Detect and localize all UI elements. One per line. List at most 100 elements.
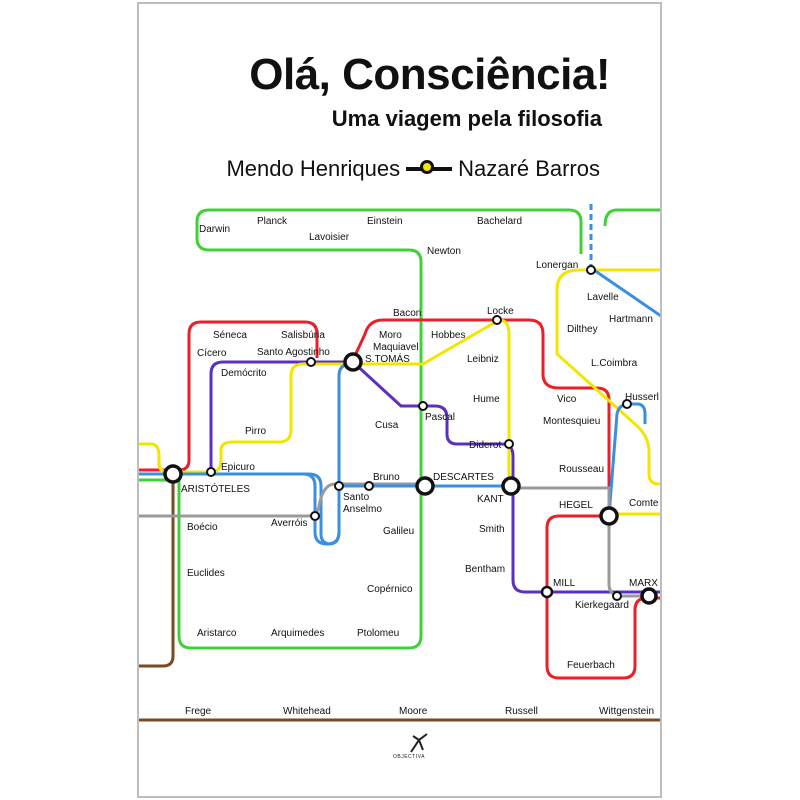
label-democrito: Demócrito	[221, 368, 267, 379]
yellow-line-right	[555, 268, 660, 486]
label-planck: Planck	[257, 216, 288, 227]
label-cicero: Cícero	[197, 348, 227, 359]
book-cover: Darwin Planck Einstein Bachelard Lavoisi…	[137, 2, 662, 798]
label-diderot: Diderot	[469, 440, 501, 451]
label-feuerbach: Feuerbach	[567, 660, 615, 671]
label-husserl: Husserl	[625, 392, 659, 403]
label-rousseau: Rousseau	[559, 464, 604, 475]
label-santo-agostinho: Santo Agostinho	[257, 347, 330, 358]
label-hobbes: Hobbes	[431, 330, 465, 341]
label-pirro: Pirro	[245, 426, 267, 437]
red-line-2	[351, 318, 611, 516]
label-hume: Hume	[473, 394, 500, 405]
green-line-right	[603, 208, 660, 227]
book-title: Olá, Consciência!	[249, 50, 610, 99]
label-anselmo: Anselmo	[343, 504, 382, 515]
label-maquiavel: Maquiavel	[373, 342, 419, 353]
label-kant: KANT	[477, 494, 504, 505]
label-lcoimbra: L.Coimbra	[591, 358, 638, 369]
label-bruno: Bruno	[373, 472, 400, 483]
label-newton: Newton	[427, 246, 461, 257]
brown-line-left	[139, 482, 175, 668]
label-whitehead: Whitehead	[283, 706, 331, 717]
label-montesquieu: Montesquieu	[543, 416, 600, 427]
station-s-tomas	[343, 352, 363, 372]
blue-line-diag	[590, 266, 660, 318]
green-line	[177, 222, 423, 650]
label-frege: Frege	[185, 706, 212, 717]
station-aristoteles	[163, 464, 183, 484]
book-subtitle: Uma viagem pela filosofia	[331, 106, 602, 131]
author-2: Nazaré Barros	[458, 156, 600, 181]
label-marx: MARX	[629, 578, 658, 589]
label-bacon: Bacon	[393, 308, 421, 319]
station-diderot	[504, 439, 514, 449]
authors: Mendo Henriques Nazaré Barros	[226, 156, 600, 182]
station-mill	[540, 585, 554, 599]
blue-line-2	[302, 376, 341, 546]
blue-line-right	[607, 402, 647, 517]
metro-map: Darwin Planck Einstein Bachelard Lavoisi…	[139, 204, 660, 753]
label-descartes: DESCARTES	[433, 472, 494, 483]
station-husserl	[622, 399, 632, 409]
green-line-top	[195, 208, 583, 254]
station-kant	[501, 476, 521, 496]
station-hegel	[599, 506, 619, 526]
label-bachelard: Bachelard	[477, 216, 522, 227]
station-separator-icon	[406, 159, 453, 179]
station-santo-anselmo	[334, 481, 344, 491]
label-lavoisier: Lavoisier	[309, 232, 350, 243]
label-cusa: Cusa	[375, 420, 399, 431]
station-locke	[492, 315, 502, 325]
label-seneca: Séneca	[213, 330, 247, 341]
yellow-line	[139, 318, 511, 486]
label-moro: Moro	[379, 330, 402, 341]
label-vico: Vico	[557, 394, 577, 405]
station-descartes	[415, 476, 435, 496]
label-mill: MILL	[553, 578, 576, 589]
red-line-3	[545, 514, 660, 680]
purple-line	[209, 360, 660, 594]
label-smith: Smith	[479, 524, 505, 535]
label-s-tomas: S.TOMÁS	[365, 352, 410, 365]
label-galileu: Galileu	[383, 526, 414, 537]
label-pascal: Pascal	[425, 412, 455, 423]
label-boecio: Boécio	[187, 522, 218, 533]
label-einstein: Einstein	[367, 216, 403, 227]
label-copernico: Copérnico	[367, 584, 413, 595]
label-comte: Comte	[629, 498, 659, 509]
label-wittgenstein: Wittgenstein	[599, 706, 654, 717]
label-darwin: Darwin	[199, 224, 230, 235]
label-lonergan: Lonergan	[536, 260, 578, 271]
label-epicuro: Epicuro	[221, 462, 255, 473]
label-aristoteles: ARISTÓTELES	[181, 482, 250, 495]
author-1: Mendo Henriques	[226, 156, 401, 181]
label-averrois: Averróis	[271, 518, 308, 529]
station-pascal	[418, 401, 428, 411]
label-aristarco: Aristarco	[197, 628, 237, 639]
label-bentham: Bentham	[465, 564, 505, 575]
label-dilthey: Dilthey	[567, 324, 598, 335]
label-salisburia: Salisbúria	[281, 330, 325, 341]
station-santo-agostinho	[306, 357, 316, 367]
label-santo: Santo	[343, 492, 370, 503]
label-hartmann: Hartmann	[609, 314, 653, 325]
label-hegel: HEGEL	[559, 500, 593, 511]
label-lavelle: Lavelle	[587, 292, 619, 303]
station-kierkegaard	[612, 591, 622, 601]
label-ptolomeu: Ptolomeu	[357, 628, 399, 639]
label-euclides: Euclides	[187, 568, 225, 579]
station-epicuro	[206, 467, 216, 477]
station-averrois	[310, 511, 320, 521]
label-leibniz: Leibniz	[467, 354, 499, 365]
label-kierkegaard: Kierkegaard	[575, 600, 629, 611]
label-moore: Moore	[399, 706, 428, 717]
red-line	[139, 320, 319, 472]
station-lonergan	[586, 265, 596, 275]
station-marx	[640, 587, 658, 605]
station-bruno	[364, 481, 374, 491]
label-locke: Locke	[487, 306, 514, 317]
label-russell: Russell	[505, 706, 538, 717]
publisher-name: OBJECTIVA	[393, 754, 425, 760]
label-arquimedes: Arquimedes	[271, 628, 324, 639]
